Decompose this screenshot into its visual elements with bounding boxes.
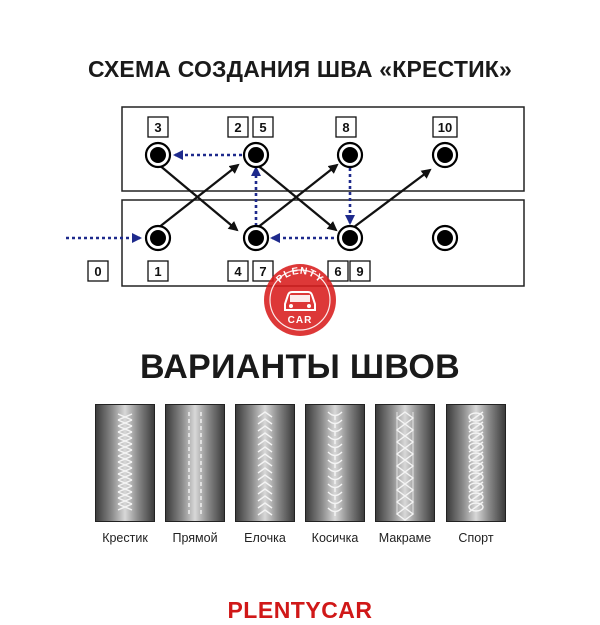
hole-top-3	[336, 141, 364, 169]
dotted-stitch-arrows	[66, 150, 355, 243]
bottom-number-labels: 0 1 4 7 6 9	[87, 260, 371, 282]
watermark-bottom-text: CAR	[288, 315, 313, 326]
plentycar-watermark-logo: PLENTY CAR	[264, 264, 336, 336]
label-1: 1	[154, 264, 161, 279]
label-8: 8	[342, 120, 349, 135]
hole-bottom-2	[242, 224, 270, 252]
car-icon	[284, 291, 316, 311]
label-0: 0	[94, 264, 101, 279]
hole-bottom-3	[336, 224, 364, 252]
variants-title: ВАРИАНТЫ ШВОВ	[140, 348, 460, 386]
label-9: 9	[356, 264, 363, 279]
stitch-scheme-diagram: 3 2 5 8 10 0 1 4 7 6 9	[66, 106, 525, 287]
label-7: 7	[259, 264, 266, 279]
label-10: 10	[438, 120, 452, 135]
label-4: 4	[234, 264, 242, 279]
hole-bottom-1	[144, 224, 172, 252]
label-3: 3	[154, 120, 161, 135]
label-6: 6	[334, 264, 341, 279]
needle-holes	[144, 141, 459, 252]
seam-label-macrame: Макраме	[378, 531, 432, 545]
seam-label-sport: Спорт	[458, 531, 494, 545]
seam-label-straight: Прямой	[172, 531, 218, 545]
hole-top-2	[242, 141, 270, 169]
label-5: 5	[259, 120, 266, 135]
hole-bottom-4	[431, 224, 459, 252]
hole-top-1	[144, 141, 172, 169]
top-number-labels: 3 2 5 8 10	[147, 116, 458, 138]
seam-swatch-braid	[305, 404, 365, 522]
seam-label-herringbone: Елочка	[244, 531, 286, 545]
label-2: 2	[234, 120, 241, 135]
seam-swatch-cross	[95, 404, 155, 522]
seam-label-cross: Крестик	[102, 531, 148, 545]
seam-label-braid: Косичка	[311, 531, 359, 545]
seam-swatch-macrame	[375, 404, 435, 522]
top-fabric-panel	[121, 106, 525, 192]
brand-footer: PLENTYCAR	[227, 597, 373, 623]
hole-top-4	[431, 141, 459, 169]
solid-stitch-arrows	[157, 163, 432, 232]
scheme-title: СХЕМА СОЗДАНИЯ ШВА «КРЕСТИК»	[87, 56, 513, 82]
seam-swatch-sport	[446, 404, 506, 522]
seam-swatch-straight	[165, 404, 225, 522]
seam-swatch-herringbone	[235, 404, 295, 522]
